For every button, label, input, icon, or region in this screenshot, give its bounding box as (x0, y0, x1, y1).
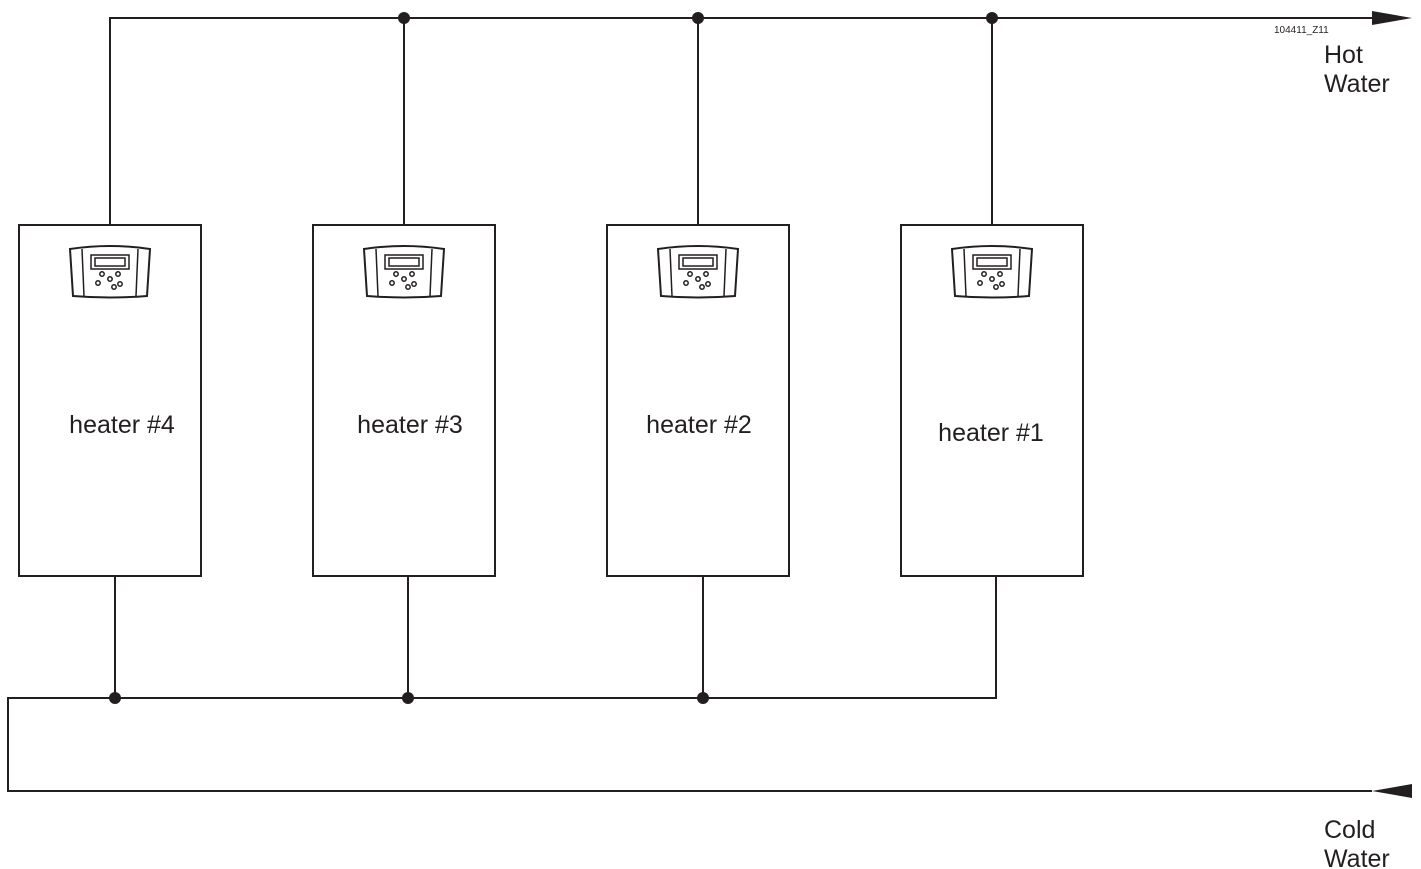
cold-water-label-line-2: Water (1324, 845, 1390, 869)
heater-unit-2: heater #2 (606, 224, 790, 577)
hot-water-label-line-2: Water (1324, 70, 1390, 98)
reference-code: 104411_Z11 (1274, 25, 1329, 36)
hot-junction (398, 12, 410, 24)
hot-junction (986, 12, 998, 24)
heater-unit-4: heater #4 (18, 224, 202, 577)
control-panel-icon (68, 245, 152, 299)
cold-junction (109, 692, 121, 704)
heater-unit-1: heater #1 (900, 224, 1084, 577)
control-panel-icon (362, 245, 446, 299)
control-panel-icon (950, 245, 1034, 299)
cold-water-label-line-1: Cold (1324, 816, 1375, 844)
hot-water-arrow (1372, 11, 1412, 25)
heater-label: heater #4 (69, 411, 175, 439)
cold-water-arrow (1372, 784, 1412, 798)
cold-water-header (7, 576, 1412, 798)
cold-junction (697, 692, 709, 704)
hot-water-header (109, 11, 1412, 225)
hot-water-label-line-1: Hot (1324, 41, 1363, 69)
heater-label: heater #1 (938, 419, 1044, 447)
cold-junction (402, 692, 414, 704)
heater-label: heater #3 (357, 411, 463, 439)
heater-label: heater #2 (646, 411, 752, 439)
heater-unit-3: heater #3 (312, 224, 496, 577)
hot-junction (692, 12, 704, 24)
control-panel-icon (656, 245, 740, 299)
